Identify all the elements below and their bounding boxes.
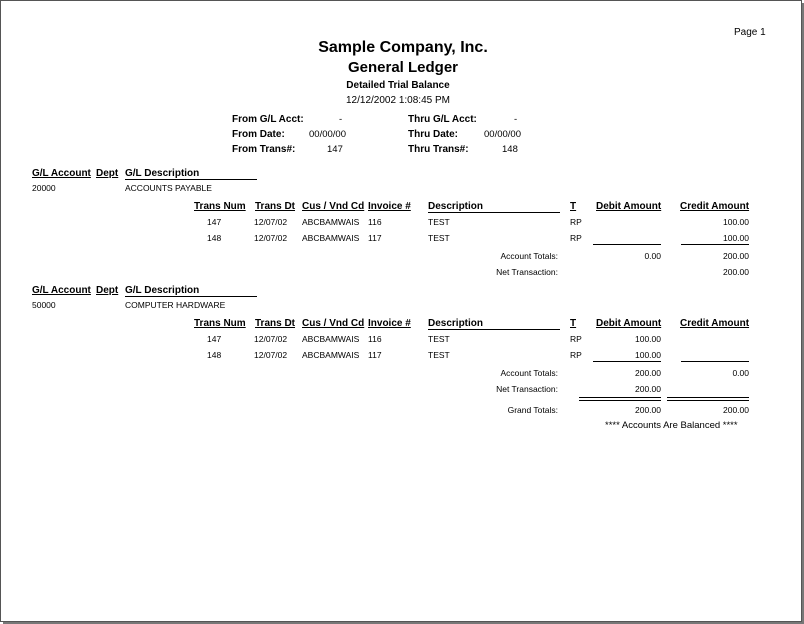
from-acct-label: From G/L Acct: (232, 114, 304, 125)
col-description: Description (428, 318, 484, 329)
gl-description-underline (125, 179, 257, 180)
table-row-invoice: 116 (368, 334, 382, 344)
account-number: 50000 (32, 300, 56, 310)
table-row-type: RP (570, 350, 582, 360)
table-row-trans-num: 148 (207, 233, 222, 243)
table-row-trans-num: 148 (207, 350, 222, 360)
grand-totals-label: Grand Totals: (507, 405, 558, 415)
table-row-debit: 100.00 (635, 334, 661, 344)
credit-subtotal-rule (681, 361, 749, 362)
table-row-trans-dt: 12/07/02 (254, 334, 288, 344)
page-number: Page 1 (734, 27, 766, 38)
col-invoice: Invoice # (368, 201, 411, 212)
grand-debit-double-rule (579, 397, 661, 401)
account-totals-debit: 200.00 (635, 368, 661, 378)
thru-trans-label: Thru Trans#: (408, 144, 469, 155)
net-transaction-label: Net Transaction: (496, 267, 558, 277)
account-totals-credit: 200.00 (723, 251, 749, 261)
gl-account-header: G/L Account (32, 168, 91, 179)
from-date-value: 00/00/00 (309, 129, 346, 140)
from-date-label: From Date: (232, 129, 285, 140)
table-row-description: TEST (428, 334, 450, 344)
company-name: Sample Company, Inc. (318, 39, 488, 56)
net-transaction-label: Net Transaction: (496, 384, 558, 394)
table-row-invoice: 117 (368, 233, 382, 243)
col-trans-dt: Trans Dt (255, 318, 296, 329)
account-totals-credit: 0.00 (732, 368, 749, 378)
thru-acct-value: - (514, 114, 518, 125)
balanced-message: **** Accounts Are Balanced **** (605, 420, 738, 431)
grand-credit-double-rule (667, 397, 749, 401)
account-totals-debit: 0.00 (644, 251, 661, 261)
thru-date-value: 00/00/00 (484, 129, 521, 140)
from-acct-value: - (339, 114, 343, 125)
from-trans-label: From Trans#: (232, 144, 296, 155)
net-transaction-value: 200.00 (635, 384, 661, 394)
table-row-description: TEST (428, 350, 450, 360)
col-debit: Debit Amount (596, 201, 662, 212)
table-row-trans-num: 147 (207, 334, 222, 344)
table-row-invoice: 117 (368, 350, 382, 360)
grand-totals-credit: 200.00 (723, 405, 749, 415)
col-trans-num: Trans Num (194, 201, 246, 212)
col-description-underline (428, 212, 560, 213)
grand-totals-debit: 200.00 (635, 405, 661, 415)
thru-date-label: Thru Date: (408, 129, 458, 140)
from-trans-value: 147 (327, 144, 343, 155)
account-number: 20000 (32, 183, 56, 193)
table-row-type: RP (570, 217, 582, 227)
run-datetime: 12/12/2002 1:08:45 PM (346, 95, 450, 106)
col-trans-num: Trans Num (194, 318, 246, 329)
account-description: ACCOUNTS PAYABLE (125, 183, 212, 193)
table-row-cus-vnd: ABCBAMWAIS (302, 217, 360, 227)
thru-trans-value: 148 (502, 144, 518, 155)
net-transaction-value: 200.00 (723, 267, 749, 277)
table-row-credit: 100.00 (723, 233, 749, 243)
col-credit: Credit Amount (680, 201, 750, 212)
col-cus-vnd: Cus / Vnd Cd (302, 318, 365, 329)
col-credit: Credit Amount (680, 318, 750, 329)
table-row-cus-vnd: ABCBAMWAIS (302, 334, 360, 344)
credit-subtotal-rule (681, 244, 749, 245)
debit-subtotal-rule (593, 244, 661, 245)
table-row-type: RP (570, 233, 582, 243)
table-row-description: TEST (428, 233, 450, 243)
account-totals-label: Account Totals: (500, 368, 559, 378)
table-row-trans-num: 147 (207, 217, 222, 227)
table-row-credit: 100.00 (723, 217, 749, 227)
account-totals-label: Account Totals: (500, 251, 559, 261)
table-row-trans-dt: 12/07/02 (254, 233, 288, 243)
report-subtitle: Detailed Trial Balance (346, 80, 450, 91)
report-title: General Ledger (347, 59, 459, 76)
table-row-trans-dt: 12/07/02 (254, 217, 288, 227)
table-row-invoice: 116 (368, 217, 382, 227)
col-cus-vnd: Cus / Vnd Cd (302, 201, 365, 212)
thru-acct-label: Thru G/L Acct: (408, 114, 477, 125)
gl-account-header: G/L Account (32, 285, 91, 296)
gl-description-header: G/L Description (125, 168, 200, 179)
col-t: T (570, 318, 577, 329)
col-t: T (570, 201, 577, 212)
col-description-underline (428, 329, 560, 330)
gl-description-header: G/L Description (125, 285, 200, 296)
col-description: Description (428, 201, 484, 212)
table-row-description: TEST (428, 217, 450, 227)
table-row-trans-dt: 12/07/02 (254, 350, 288, 360)
table-row-cus-vnd: ABCBAMWAIS (302, 350, 360, 360)
dept-header: Dept (96, 285, 119, 296)
table-row-debit: 100.00 (635, 350, 661, 360)
gl-description-underline (125, 296, 257, 297)
col-trans-dt: Trans Dt (255, 201, 296, 212)
table-row-cus-vnd: ABCBAMWAIS (302, 233, 360, 243)
table-row-type: RP (570, 334, 582, 344)
col-debit: Debit Amount (596, 318, 662, 329)
dept-header: Dept (96, 168, 119, 179)
col-invoice: Invoice # (368, 318, 411, 329)
debit-subtotal-rule (593, 361, 661, 362)
account-description: COMPUTER HARDWARE (125, 300, 226, 310)
